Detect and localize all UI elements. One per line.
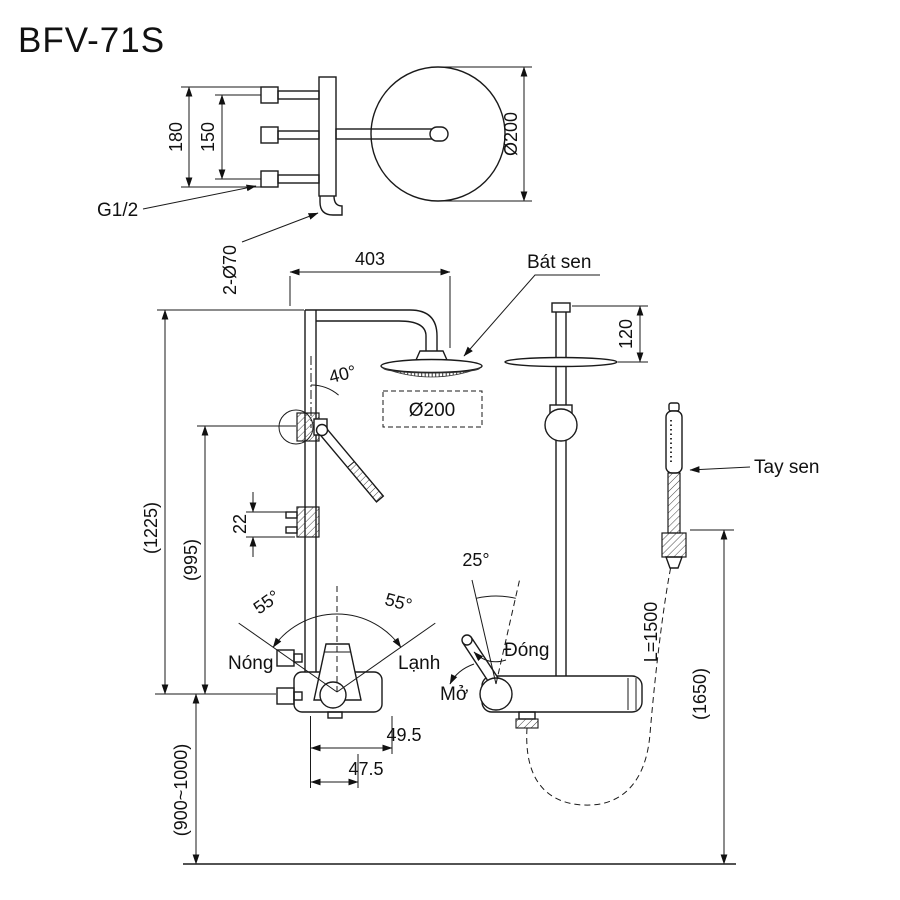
svg-text:403: 403 (355, 249, 385, 269)
mounting-plate (318, 76, 337, 197)
svg-text:2-Ø70: 2-Ø70 (220, 245, 240, 295)
dim-22: 22 (230, 492, 295, 557)
svg-text:150: 150 (198, 122, 218, 152)
dim-995: (995) (181, 425, 296, 695)
svg-text:22: 22 (230, 514, 250, 534)
hand-shower-front (315, 423, 385, 503)
cold-label: Lạnh (398, 653, 440, 674)
hand-shower-angle: 40° (310, 356, 358, 428)
hose-length-label: L=1500 (641, 602, 661, 663)
svg-text:55°: 55° (250, 586, 284, 618)
svg-text:120: 120 (616, 319, 636, 349)
wall-ports (260, 86, 320, 188)
dim-403: 403 (289, 249, 451, 348)
overhead-shower-side (504, 356, 618, 368)
hot-label: Nóng (228, 653, 273, 674)
svg-text:(900~1000): (900~1000) (171, 744, 191, 837)
overhead-shower (380, 358, 483, 374)
dim-1225: (1225) (141, 309, 304, 695)
top-arm (305, 309, 438, 351)
svg-text:47.5: 47.5 (348, 759, 383, 779)
hand-shower-callout: Tay sen (689, 457, 819, 478)
lower-wall-bracket (296, 506, 320, 538)
overhead-shower-callout: Bát sen (463, 252, 600, 357)
svg-text:49.5: 49.5 (386, 725, 421, 745)
mixer-body-side (461, 634, 643, 729)
dim-47-5: 47.5 (310, 754, 384, 788)
spray-face (382, 367, 481, 378)
outlet-elbow (319, 195, 343, 216)
svg-text:180: 180 (166, 122, 186, 152)
svg-text:Đóng: Đóng (504, 640, 549, 661)
svg-text:40°: 40° (327, 361, 358, 387)
dim-49-5: 49.5 (310, 716, 422, 788)
wand-nut (661, 532, 687, 558)
svg-text:25°: 25° (462, 550, 489, 570)
head-connector (414, 350, 449, 361)
head-diameter-box: Ø200 (382, 390, 483, 428)
lever-angle: 25° (462, 550, 521, 685)
svg-text:(1650): (1650) (690, 668, 710, 720)
mixer-body-front (276, 643, 383, 719)
arm-cap-side (551, 302, 571, 313)
dim-1650: (1650) (690, 529, 734, 865)
svg-text:Mở: Mở (440, 684, 468, 705)
close-callout: Đóng (473, 640, 549, 663)
shower-head-plan-circle (370, 66, 506, 202)
dim-dia200-plan: Ø200 (443, 66, 532, 202)
shower-hose (526, 565, 672, 806)
svg-text:Tay sen: Tay sen (754, 457, 819, 478)
svg-text:Ø200: Ø200 (409, 400, 455, 421)
dim-120: 120 (572, 305, 648, 363)
shower-arm-pipe (335, 128, 435, 140)
svg-text:Ø200: Ø200 (501, 112, 521, 156)
hand-shower-unit: Tay sen (661, 402, 819, 569)
lever-hub (479, 677, 513, 711)
open-callout: Mở (440, 663, 475, 705)
wand-grip (667, 472, 681, 534)
slider-knob (544, 408, 578, 442)
front-view: 403 Bát sen Ø200 40° (141, 249, 600, 865)
flange-callout: 2-Ø70 (220, 212, 319, 295)
wand-tip (668, 402, 680, 412)
dim-install-height: (900~1000) (171, 693, 200, 865)
model-title: BFV-71S (18, 21, 165, 60)
thread-callout: G1/2 (97, 184, 257, 221)
top-view: 180 150 G1/2 Ø200 2-Ø70 (97, 66, 532, 295)
svg-text:Bát sen: Bát sen (527, 252, 591, 273)
svg-text:55°: 55° (383, 589, 414, 615)
hose-nut (515, 718, 539, 729)
svg-text:(1225): (1225) (141, 502, 161, 554)
side-view: 120 25° Đóng Mở (440, 302, 734, 865)
wand-body (665, 410, 683, 474)
svg-text:G1/2: G1/2 (97, 200, 138, 221)
dim-150: 150 (198, 94, 261, 180)
arm-end-cap (429, 126, 449, 142)
svg-text:(995): (995) (181, 539, 201, 581)
body-cap (319, 681, 347, 709)
